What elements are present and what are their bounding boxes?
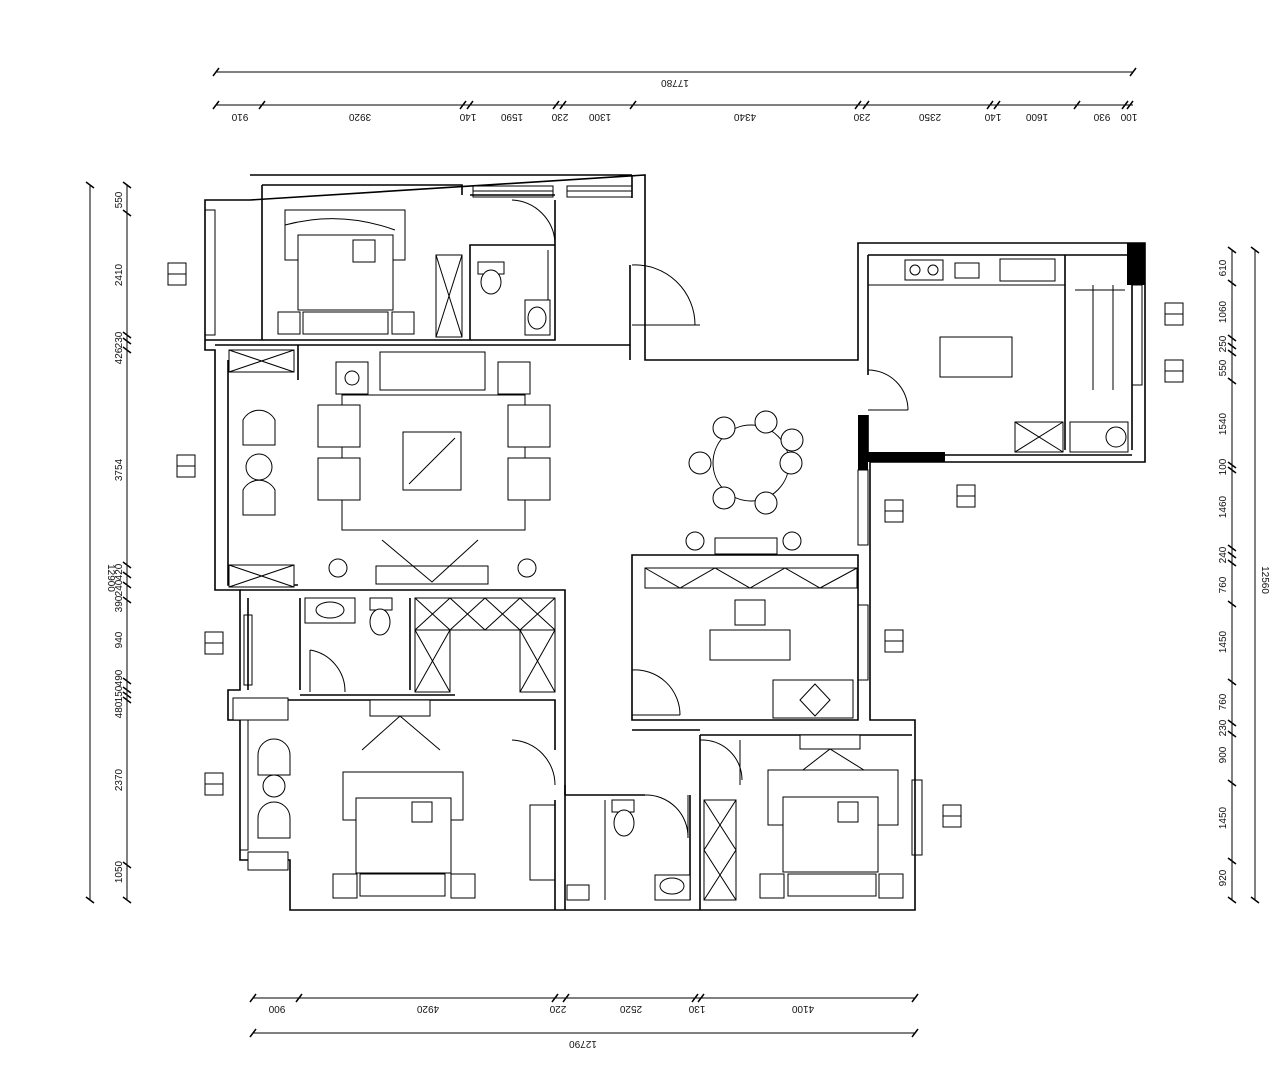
kitchen-fixtures	[868, 258, 1129, 453]
bed-bottom-left-bedroom	[232, 697, 556, 899]
dim-right-seg: 610	[1218, 259, 1229, 276]
dim-bottom-seg: 220	[549, 1003, 566, 1014]
dim-right-seg: 760	[1218, 576, 1229, 593]
dim-right-seg: 550	[1218, 359, 1229, 376]
dim-top-seg: 2350	[918, 111, 941, 122]
window-tags	[167, 262, 1184, 828]
dim-bottom-seg: 130	[688, 1003, 705, 1014]
top-dimension-chain: 17780 910 3920 140 1590 230 1300 4340 23…	[212, 67, 1137, 122]
dim-bottom-overall: 12790	[569, 1038, 597, 1049]
dim-top-seg: 4340	[733, 111, 756, 122]
dim-bottom-seg: 900	[268, 1003, 285, 1014]
dim-left-seg: 3754	[114, 458, 125, 481]
dim-right-seg: 100	[1218, 458, 1229, 475]
dim-right-seg: 920	[1218, 869, 1229, 886]
doors	[309, 199, 909, 839]
bath-lower-left-fixtures	[304, 597, 393, 636]
dim-right-seg: 1450	[1218, 630, 1229, 653]
dim-left-seg: 2410	[114, 263, 125, 286]
bathroom-top-fixtures	[477, 250, 551, 336]
wardrobe	[435, 254, 463, 338]
dim-right-seg: 250	[1218, 335, 1229, 352]
dining-table	[685, 410, 804, 555]
bath-bottom-middle-fixtures	[566, 799, 691, 901]
dim-left-seg: 550	[114, 191, 125, 208]
dim-right-seg: 240	[1218, 546, 1229, 563]
dim-top-seg: 230	[853, 111, 870, 122]
living-room-furniture	[228, 349, 551, 588]
dim-right-seg: 900	[1218, 746, 1229, 763]
dim-right-seg: 760	[1218, 693, 1229, 710]
dim-top-seg: 1590	[500, 111, 523, 122]
dim-left-seg: 390	[114, 595, 125, 612]
dim-top-seg: 140	[459, 111, 476, 122]
dim-top-seg: 930	[1093, 111, 1110, 122]
bed-top-bedroom	[277, 209, 415, 335]
dim-left-seg: 1050	[114, 860, 125, 883]
dim-top-seg: 3920	[348, 111, 371, 122]
study-furniture	[644, 567, 858, 719]
dim-right-seg: 1460	[1218, 495, 1229, 518]
dim-bottom-seg: 4100	[791, 1003, 814, 1014]
windows	[204, 185, 1143, 856]
dim-bottom-seg: 4920	[416, 1003, 439, 1014]
dim-right-seg: 230	[1218, 719, 1229, 736]
dim-left-seg: 426	[114, 347, 125, 364]
closet-shelves	[414, 597, 556, 693]
dim-left-seg: 2370	[114, 768, 125, 791]
dim-right-seg: 1060	[1218, 300, 1229, 323]
dim-left-overall: 12900	[105, 564, 116, 592]
dim-top-seg: 910	[231, 111, 248, 122]
dim-left-seg: 230	[114, 331, 125, 348]
left-dimension-chain: 12900 550 2410 230 426 3754 420 240 390 …	[85, 181, 132, 904]
dim-left-seg: 490	[114, 669, 125, 686]
bottom-dimension-chain: 900 4920 220 2520 130 4100 12790	[249, 993, 919, 1049]
dim-left-seg: 420	[114, 563, 125, 580]
dim-left-seg: 240	[114, 579, 125, 596]
dim-top-overall: 17780	[661, 77, 689, 88]
dim-top-seg: 140	[984, 111, 1001, 122]
dim-left-seg: 940	[114, 631, 125, 648]
dim-top-seg: 100	[1120, 111, 1137, 122]
right-dimension-chain: 12560 610 1060 250 550 1540 100 1460 240…	[1218, 246, 1270, 904]
dim-right-overall: 12560	[1259, 566, 1270, 594]
dim-top-seg: 1300	[588, 111, 611, 122]
dim-right-seg: 1450	[1218, 806, 1229, 829]
dim-left-seg: 480	[114, 701, 125, 718]
dim-right-seg: 1540	[1218, 412, 1229, 435]
dim-bottom-seg: 2520	[619, 1003, 642, 1014]
dim-top-seg: 1600	[1025, 111, 1048, 122]
bed-bottom-right-bedroom	[703, 734, 904, 901]
dim-top-seg: 230	[551, 111, 568, 122]
dim-left-seg: 150	[114, 685, 125, 702]
